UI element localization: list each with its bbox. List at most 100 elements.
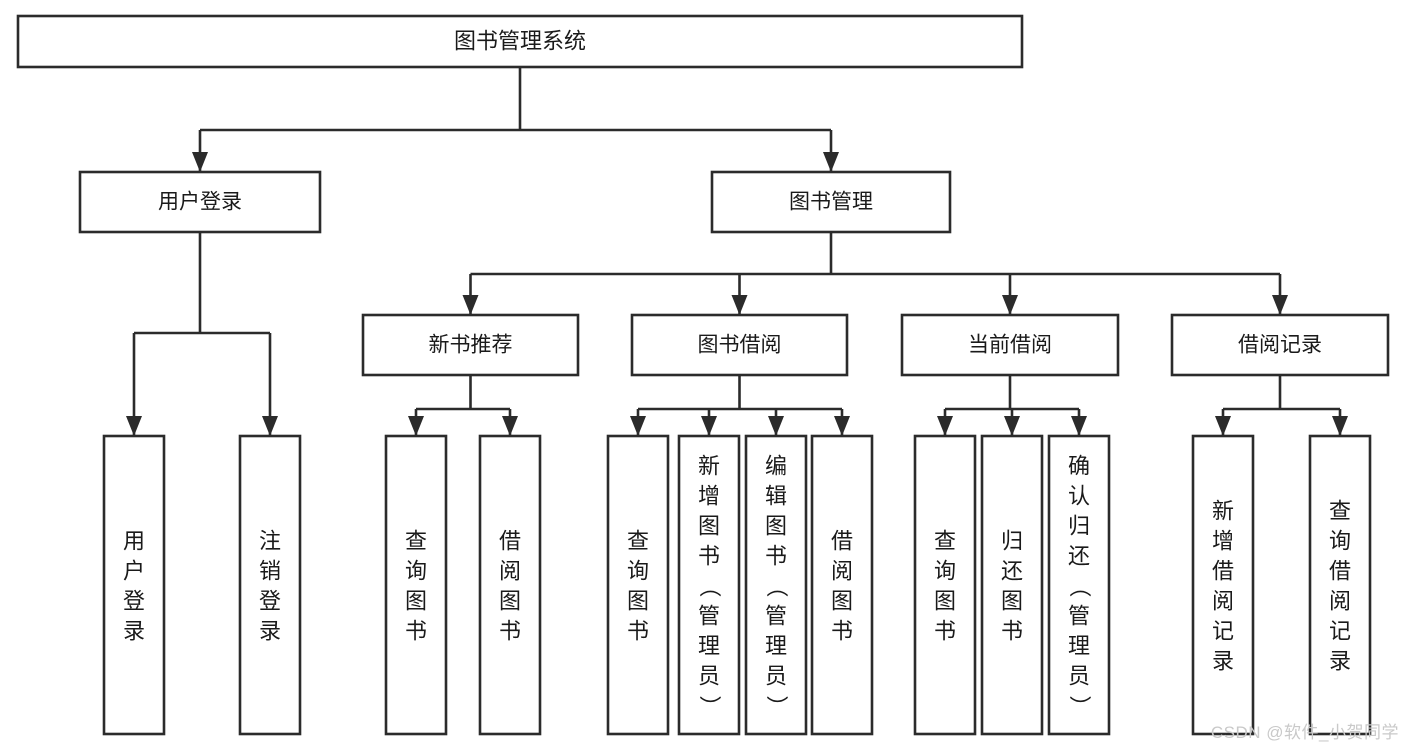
- level2-node-1[interactable]: 图书管理: [710, 170, 952, 234]
- leaf-label-char: 书: [499, 618, 521, 643]
- leaf-label-char: 认: [1068, 483, 1090, 508]
- arrow-head-icon: [1215, 416, 1231, 436]
- arrow-head-icon: [1071, 416, 1087, 436]
- leaf-label-char: 员: [698, 663, 720, 688]
- leaf-label-char: 户: [123, 558, 145, 583]
- leaf-label-char: 增: [1212, 528, 1234, 553]
- arrow-head-icon: [262, 416, 278, 436]
- leaf-label-char: 询: [405, 558, 427, 583]
- leaf-node[interactable]: 用户登录: [102, 434, 166, 736]
- leaf-label-char: 借: [831, 528, 853, 553]
- level3-node-2[interactable]: 当前借阅: [900, 313, 1120, 377]
- leaf-label-char: 确: [1068, 453, 1090, 478]
- leaf-label-char: 询: [627, 558, 649, 583]
- arrow-head-icon: [630, 416, 646, 436]
- leaf-label-char: 书: [405, 618, 427, 643]
- leaf-label-char: 理: [1068, 633, 1090, 658]
- node-label: 用户登录: [158, 191, 242, 214]
- leaf-label-char: 还: [1001, 558, 1023, 583]
- leaf-label-char: 借: [1212, 558, 1234, 583]
- leaf-label-char: 还: [1068, 543, 1090, 568]
- leaf-label-char: 查: [627, 528, 649, 553]
- leaf-label-char: 理: [765, 633, 787, 658]
- leaf-label-char: 登: [123, 588, 145, 613]
- leaf-label-char: 书: [1001, 618, 1023, 643]
- leaf-label-char: 管: [765, 603, 787, 628]
- root-node[interactable]: 图书管理系统: [16, 14, 1024, 69]
- leaf-label-char: 询: [1329, 528, 1351, 553]
- leaf-label-char: 图: [627, 588, 649, 613]
- node-label: 图书管理: [789, 191, 873, 214]
- leaf-label-char: 录: [1329, 648, 1351, 673]
- leaf-label-char: 询: [934, 558, 956, 583]
- arrow-head-icon: [1272, 295, 1288, 315]
- leaf-label-char: 图: [934, 588, 956, 613]
- leaf-label-char: 阅: [1212, 588, 1234, 613]
- leaf-label-char: 书: [765, 543, 787, 568]
- leaf-label-char: 图: [698, 513, 720, 538]
- leaf-label-char: （: [697, 575, 722, 597]
- leaf-label-char: 员: [1068, 663, 1090, 688]
- leaf-label-char: 查: [405, 528, 427, 553]
- leaf-label-char: 录: [259, 618, 281, 643]
- leaf-label-char: （: [764, 575, 789, 597]
- arrow-head-icon: [1332, 416, 1348, 436]
- arrow-head-icon: [768, 416, 784, 436]
- leaf-label-char: 阅: [1329, 588, 1351, 613]
- leaf-label-char: 阅: [831, 558, 853, 583]
- node-label: 借阅记录: [1238, 334, 1322, 357]
- level3-node-0[interactable]: 新书推荐: [361, 313, 580, 377]
- leaf-label-char: 辑: [765, 483, 787, 508]
- leaf-label-char: 编: [765, 453, 787, 478]
- leaf-label-char: 管: [1068, 603, 1090, 628]
- leaf-label-char: 录: [1212, 648, 1234, 673]
- leaf-label-char: ）: [1067, 695, 1092, 717]
- leaf-label-char: 图: [1001, 588, 1023, 613]
- level2-node-0[interactable]: 用户登录: [78, 170, 322, 234]
- level3-node-3[interactable]: 借阅记录: [1170, 313, 1390, 377]
- leaf-label-char: 记: [1212, 618, 1234, 643]
- leaf-label-char: 新: [698, 453, 720, 478]
- leaf-label-char: 查: [934, 528, 956, 553]
- arrow-head-icon: [502, 416, 518, 436]
- leaf-label-char: 归: [1068, 513, 1090, 538]
- leaf-label-char: 归: [1001, 528, 1023, 553]
- leaf-label-char: 借: [1329, 558, 1351, 583]
- leaf-label-char: ）: [697, 695, 722, 717]
- arrow-head-icon: [126, 416, 142, 436]
- leaf-label-char: 理: [698, 633, 720, 658]
- leaf-label-char: 图: [765, 513, 787, 538]
- leaf-label-char: 用: [123, 528, 145, 553]
- leaf-label-char: 图: [405, 588, 427, 613]
- arrow-head-icon: [701, 416, 717, 436]
- level3-node-1[interactable]: 图书借阅: [630, 313, 849, 377]
- arrow-head-icon: [462, 295, 479, 315]
- leaf-label-char: （: [1067, 575, 1092, 597]
- leaf-label-char: 销: [259, 558, 281, 583]
- leaf-label-char: 借: [499, 528, 521, 553]
- node-label: 图书管理系统: [454, 28, 586, 53]
- leaf-label-char: 图: [831, 588, 853, 613]
- node-label: 图书借阅: [698, 334, 782, 357]
- arrow-head-icon: [731, 295, 748, 315]
- leaf-label-char: 书: [831, 618, 853, 643]
- leaf-label-char: 登: [259, 588, 281, 613]
- leaf-label-char: 增: [698, 483, 720, 508]
- arrow-head-icon: [823, 152, 839, 172]
- node-label: 新书推荐: [429, 334, 513, 357]
- leaf-label-char: 阅: [499, 558, 521, 583]
